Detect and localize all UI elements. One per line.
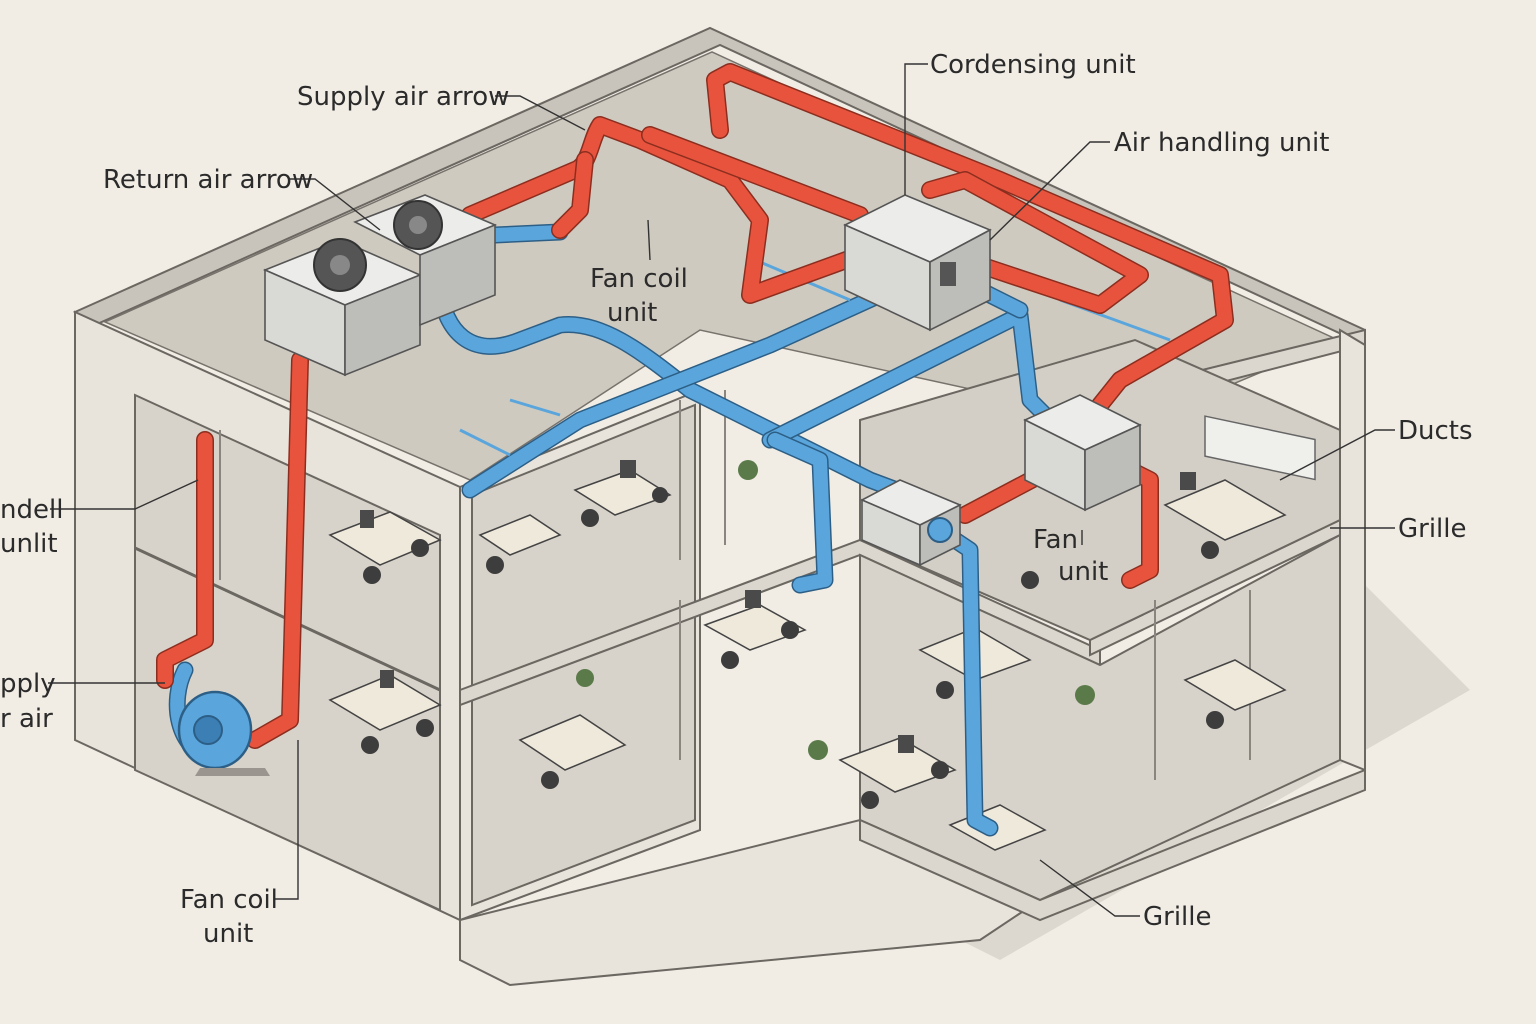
label-supply-air-arrow: Supply air arrow [297, 82, 509, 112]
label-left-supply-1: pply [0, 669, 56, 699]
label-condensing-unit: Cordensing unit [930, 50, 1136, 80]
supply-ducts [156, 63, 1234, 749]
desk-group-left-upper [328, 510, 442, 584]
desk-group-left-lower [328, 670, 442, 754]
label-ducts: Ducts [1398, 416, 1473, 446]
desk-group-center-lower [518, 714, 957, 809]
label-left-supply-2: r air [0, 704, 53, 734]
plant [738, 460, 758, 480]
condensing-unit-box [843, 194, 992, 332]
label-return-air-arrow: Return air arrow [103, 165, 313, 195]
callout-fan-coil-center: Fan coil unit [590, 219, 688, 328]
label-fan-coil-center-1: Fan coil [590, 264, 688, 294]
callout-supply-air-arrow: Supply air arrow [297, 82, 586, 131]
fan-unit-box [860, 479, 962, 567]
label-fan-coil-bottom-1: Fan coil [180, 885, 278, 915]
callout-fan-unit: Fan unit [1033, 525, 1108, 587]
base-edge-right [859, 768, 1366, 922]
callout-air-handling-unit: Air handling unit [989, 128, 1329, 241]
label-fan-coil-center-2: unit [607, 298, 657, 328]
callout-condensing-unit: Cordensing unit [904, 50, 1136, 195]
label-grille-bottom: Grille [1143, 902, 1212, 932]
plant [576, 669, 594, 687]
label-grille-right: Grille [1398, 514, 1467, 544]
label-fan-unit-1: Fan [1033, 525, 1078, 555]
label-fan-unit-2: unit [1058, 557, 1108, 587]
callout-left-unit: ndell unlit [0, 479, 199, 559]
callout-grille-right: Grille [1330, 514, 1467, 544]
label-left-unit-1: ndell [0, 495, 63, 525]
callout-ducts: Ducts [1279, 416, 1473, 481]
callout-return-air-arrow: Return air arrow [103, 165, 381, 231]
label-air-handling-unit: Air handling unit [1114, 128, 1329, 158]
blower-fan [177, 690, 270, 776]
right-edge-wall [1339, 328, 1366, 772]
air-handling-unit-box [1023, 394, 1142, 512]
callout-left-supply-air: pply r air [0, 669, 165, 734]
wall-mounted-unit [1204, 415, 1316, 481]
desk-group-center-upper [478, 460, 672, 574]
rooftop-condensers [262, 194, 498, 377]
callout-fan-coil-bottom: Fan coil unit [180, 740, 299, 949]
desk-group-right-upper [1021, 472, 1287, 589]
callout-grille-bottom: Grille [1039, 859, 1212, 932]
desk-group-center-mid [703, 590, 807, 669]
plant [1075, 685, 1095, 705]
label-fan-coil-bottom-2: unit [203, 919, 253, 949]
label-left-unit-2: unlit [0, 529, 58, 559]
plant [808, 740, 828, 760]
